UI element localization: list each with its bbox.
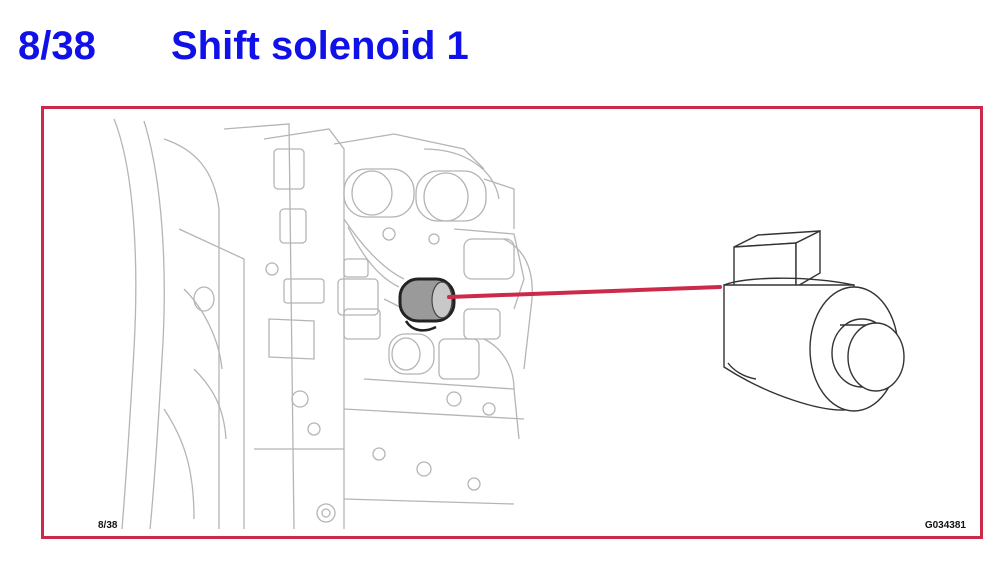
page-title: Shift solenoid 1	[171, 24, 469, 68]
figure-frame: 8/38 G034381	[41, 106, 983, 539]
shift-solenoid-highlight	[398, 277, 456, 332]
page-header: 8/38 Shift solenoid 1	[18, 18, 978, 74]
figure-page-label: 8/38	[98, 520, 118, 531]
leader-line	[447, 285, 722, 299]
shift-solenoid-icon	[723, 229, 905, 412]
figure-drawing	[113, 118, 905, 530]
transmission-valve-body-drawing	[113, 118, 533, 530]
page-number: 8/38	[18, 24, 96, 68]
figure-code: G034381	[924, 520, 966, 531]
